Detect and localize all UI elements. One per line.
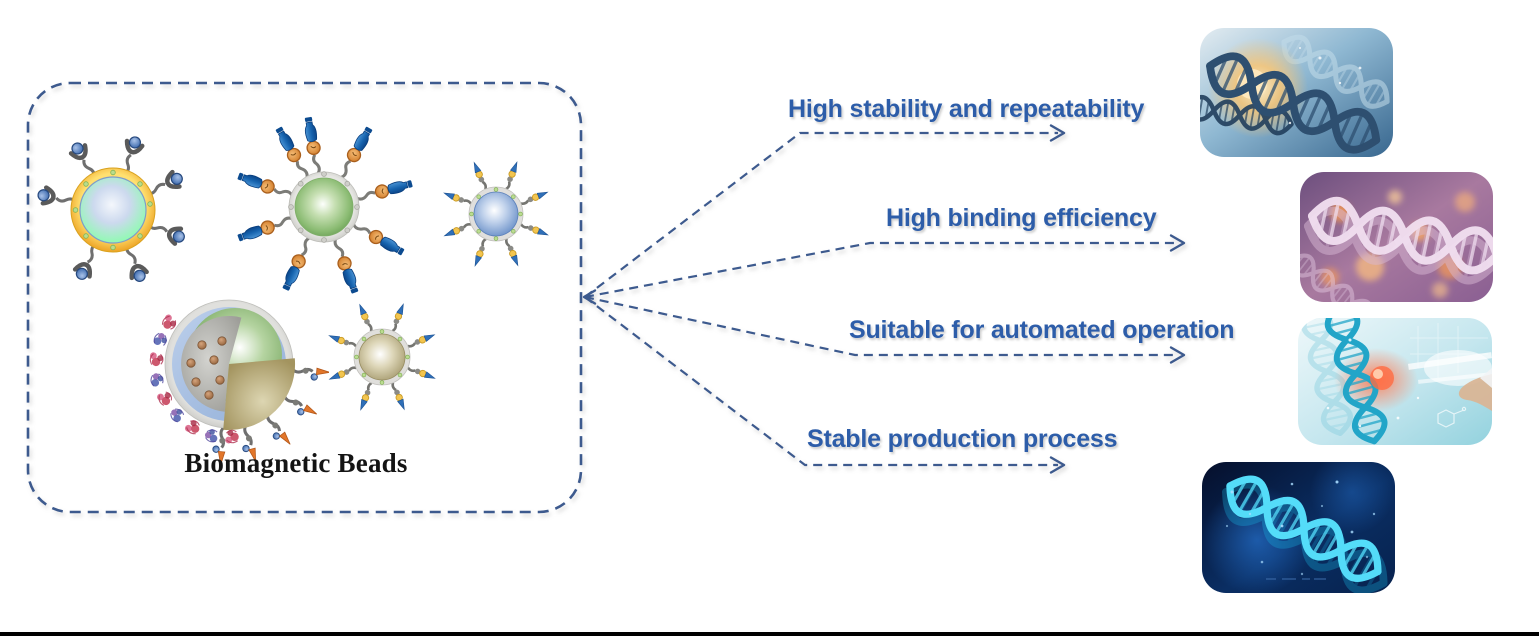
feature-label-automated: Suitable for automated operation: [849, 316, 1235, 344]
dna-helix-teal-hand-photo: [1298, 318, 1492, 445]
small-blue-bead-icon: [441, 159, 551, 269]
arrowhead-right-icon: [1049, 456, 1066, 474]
biomagnetic-beads-panel: [26, 81, 583, 514]
arrowhead-right-icon: [1049, 124, 1066, 142]
yellow-shell-antibody-bead-icon: [28, 125, 198, 295]
green-core-conjugate-bead-icon: [234, 114, 416, 297]
dna-helix-purple-bokeh-photo: [1300, 172, 1493, 302]
dna-helix-gold-glow-photo: [1200, 28, 1393, 157]
biomagnetic-beads-caption: Biomagnetic Beads: [184, 448, 408, 478]
bottom-divider: [0, 632, 1539, 636]
arrowhead-right-icon: [1169, 346, 1186, 364]
arrowhead-right-icon: [1169, 234, 1186, 252]
cross-section-magnetic-bead-icon: [148, 299, 329, 464]
feature-label-production: Stable production process: [807, 425, 1118, 453]
feature-label-stability: High stability and repeatability: [788, 95, 1145, 123]
arrow-line-binding: [584, 241, 1178, 299]
dna-helix-dark-blue-photo: [1202, 462, 1395, 593]
small-khaki-bead-icon: [326, 301, 438, 413]
arrowhead-left-icon: [582, 289, 597, 305]
feature-label-binding: High binding efficiency: [886, 204, 1157, 232]
